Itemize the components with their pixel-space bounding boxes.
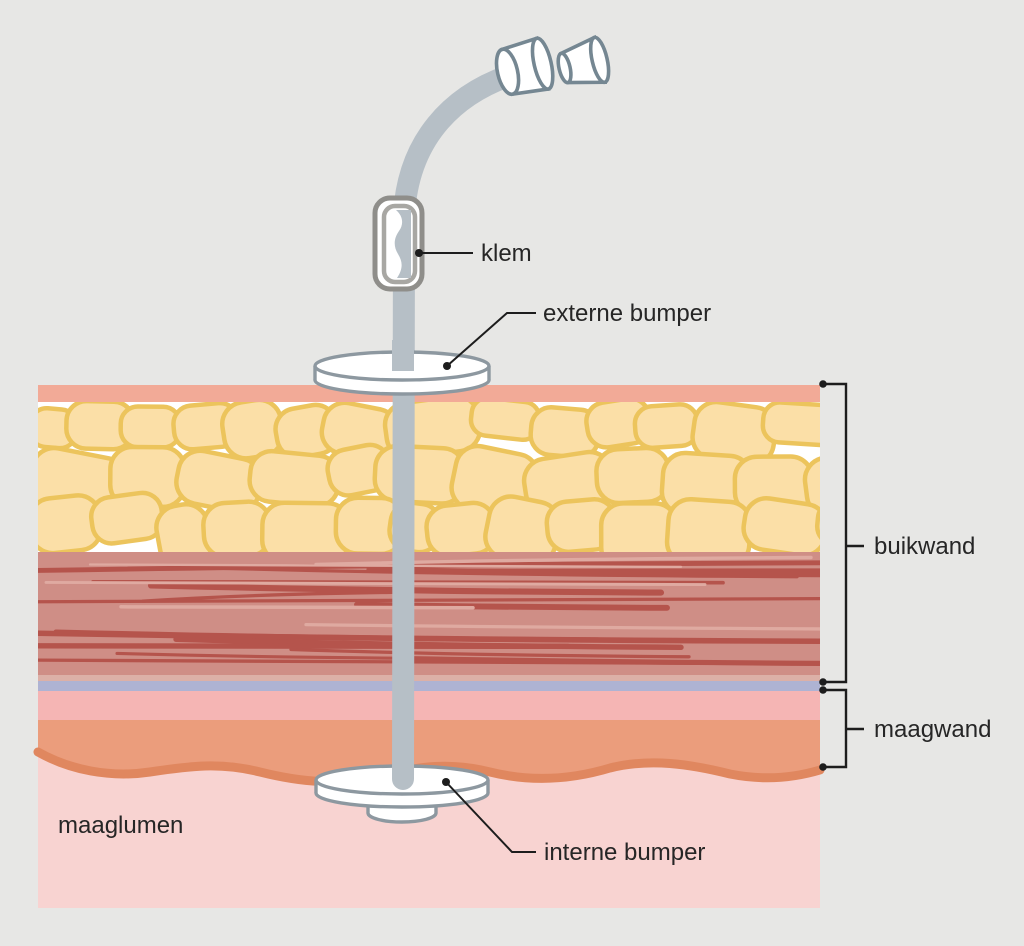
connector-hub	[494, 35, 555, 97]
bracket-dot	[819, 678, 827, 686]
fascia-strip	[38, 675, 820, 682]
fat-lobule	[88, 490, 166, 546]
fat-lobule	[594, 445, 672, 506]
muscle-fiber	[53, 629, 601, 643]
skin-layer	[38, 385, 820, 407]
connector-cap	[556, 34, 611, 85]
stomach-wall-outer-layer	[38, 691, 820, 721]
annotation-externe-bumper: externe bumper	[443, 300, 711, 370]
label-maaglumen: maaglumen	[58, 812, 183, 839]
bracket-dot	[819, 763, 827, 771]
fat-lobule	[118, 404, 183, 450]
muscle-fiber	[289, 647, 691, 659]
annotation-interne-bumper: interne bumper	[442, 778, 705, 866]
leader-line	[446, 312, 536, 367]
annotation-buikwand: buikwand	[819, 380, 975, 686]
label-buikwand: buikwand	[874, 533, 975, 560]
externe-bumper-disc	[313, 340, 491, 396]
leader-line	[445, 781, 536, 853]
bracket-dot	[819, 686, 827, 694]
fat-lobule	[760, 402, 820, 449]
annotation-klem: klem	[415, 240, 532, 267]
muscle-fiber	[366, 566, 820, 578]
muscle-fiber	[141, 590, 394, 603]
muscle-fiber	[314, 555, 813, 567]
leader-dot	[443, 362, 451, 370]
muscle-fiber	[38, 643, 571, 649]
annotation-maagwand: maagwand	[819, 686, 991, 771]
tube-through-disc	[392, 340, 414, 371]
label-maagwand: maagwand	[874, 716, 991, 743]
peritoneum-layer	[38, 681, 820, 691]
bracket-maagwand	[823, 688, 848, 769]
muscle-fiber	[119, 605, 475, 610]
clamp	[372, 195, 425, 292]
bracket-dot	[819, 380, 827, 388]
fat-lobule	[814, 498, 820, 550]
annotations: klem externe bumper interne bumper maagl…	[58, 240, 991, 866]
tube-connector	[494, 34, 611, 97]
muscle-fiber	[88, 563, 683, 569]
muscle-fiber	[44, 580, 707, 587]
label-klem: klem	[481, 240, 532, 267]
tube-through-clamp	[394, 210, 411, 278]
bracket-buikwand	[823, 382, 848, 684]
fat-lobule	[802, 451, 820, 519]
muscle-fiber	[400, 656, 820, 666]
label-externe-bumper: externe bumper	[543, 300, 711, 327]
fat-lobule	[632, 402, 701, 451]
leader-dot	[442, 778, 450, 786]
label-interne-bumper: interne bumper	[544, 839, 705, 866]
leader-dot	[415, 249, 423, 257]
